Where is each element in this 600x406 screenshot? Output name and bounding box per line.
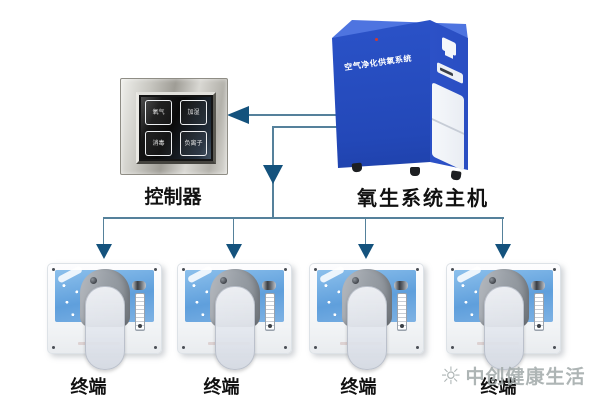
screw-icon <box>553 346 556 349</box>
screw-icon <box>451 268 454 271</box>
terminal-panel <box>47 263 162 370</box>
terminal-diffuser-cover <box>484 286 524 370</box>
terminal-panel <box>309 263 424 370</box>
controller-label: 控制器 <box>144 187 202 208</box>
screw-icon <box>182 268 185 271</box>
screw-icon <box>553 268 556 271</box>
terminal-diffuser-cover <box>347 286 387 370</box>
arrow-down-icon <box>357 244 374 259</box>
terminal-inlet-port-icon <box>352 277 359 284</box>
screw-icon <box>284 346 287 349</box>
terminal-diffuser-cover <box>85 286 125 370</box>
terminal-unit: 终端 <box>47 217 162 406</box>
arrow-down-icon <box>263 165 283 184</box>
flowmeter-knob[interactable] <box>531 281 545 290</box>
terminal-inlet-port-icon <box>220 277 227 284</box>
controller-button-humidify[interactable]: 加湿 <box>180 100 207 125</box>
arrow-left-icon <box>227 106 249 124</box>
controller-button-sterilize[interactable]: 消毒 <box>145 131 172 156</box>
machine-indicator-dot <box>375 38 378 41</box>
controller-buttons: 氧气 加湿 消毒 负离子 <box>145 100 207 156</box>
arrow-down-icon <box>225 244 242 259</box>
controller-touch-panel <box>141 97 211 159</box>
screw-icon <box>416 268 419 271</box>
terminal-label: 终端 <box>70 377 107 397</box>
flowmeter-knob[interactable] <box>262 281 276 290</box>
terminal-drop-line <box>364 217 367 245</box>
flowmeter-tube <box>135 293 145 331</box>
terminal-unit: 终端 <box>177 217 292 406</box>
terminal-inlet-port-icon <box>90 277 97 284</box>
controller-bezel: 氧气 加湿 消毒 负离子 <box>136 92 216 164</box>
flowmeter-tube <box>397 293 407 331</box>
machine-caster-wheel <box>450 170 462 181</box>
controller-button-oxygen[interactable]: 氧气 <box>145 100 172 125</box>
distribution-bus-line <box>104 217 504 219</box>
screw-icon <box>154 346 157 349</box>
terminal-inlet-port-icon <box>489 277 496 284</box>
watermark: ☼ 中创健康生活 <box>440 362 586 389</box>
screw-icon <box>451 346 454 349</box>
wall-controller: 氧气 加湿 消毒 负离子 <box>120 78 228 175</box>
connector-machine-branch <box>272 126 338 128</box>
flowmeter-knob[interactable] <box>132 281 146 290</box>
screw-icon <box>52 346 55 349</box>
flowmeter-knob[interactable] <box>394 281 408 290</box>
terminal-drop-line <box>501 217 504 245</box>
flowmeter-tube <box>265 293 275 331</box>
main-unit-label: 氧生系统主机 <box>357 188 489 210</box>
terminal-label: 终端 <box>340 377 377 397</box>
terminal-panel <box>446 263 561 370</box>
screw-icon <box>314 268 317 271</box>
screw-icon <box>52 268 55 271</box>
connector-machine-to-controller <box>248 114 338 116</box>
machine-caster-wheel <box>410 167 420 176</box>
screw-icon <box>154 268 157 271</box>
terminal-diffuser-cover <box>215 286 255 370</box>
flowmeter-tube <box>534 293 544 331</box>
watermark-sun-logo-icon: ☼ <box>440 361 462 390</box>
screw-icon <box>284 268 287 271</box>
machine-caster-wheel <box>351 162 363 173</box>
screw-icon <box>314 346 317 349</box>
arrow-down-icon <box>494 244 511 259</box>
terminal-panel <box>177 263 292 370</box>
controller-button-anion[interactable]: 负离子 <box>180 131 207 156</box>
screw-icon <box>182 346 185 349</box>
terminal-drop-line <box>232 217 235 245</box>
terminal-unit: 终端 <box>309 217 424 406</box>
terminal-label: 终端 <box>480 377 517 397</box>
oxygen-main-unit: 空气净化供氧系统 <box>330 16 470 182</box>
terminal-unit: 终端 <box>446 217 561 406</box>
screw-icon <box>416 346 419 349</box>
terminal-drop-line <box>102 217 105 245</box>
machine-side-face <box>332 20 430 168</box>
terminal-label: 终端 <box>203 377 240 397</box>
machine-door <box>432 82 464 171</box>
watermark-text: 中创健康生活 <box>465 367 586 388</box>
arrow-down-icon <box>95 244 112 259</box>
